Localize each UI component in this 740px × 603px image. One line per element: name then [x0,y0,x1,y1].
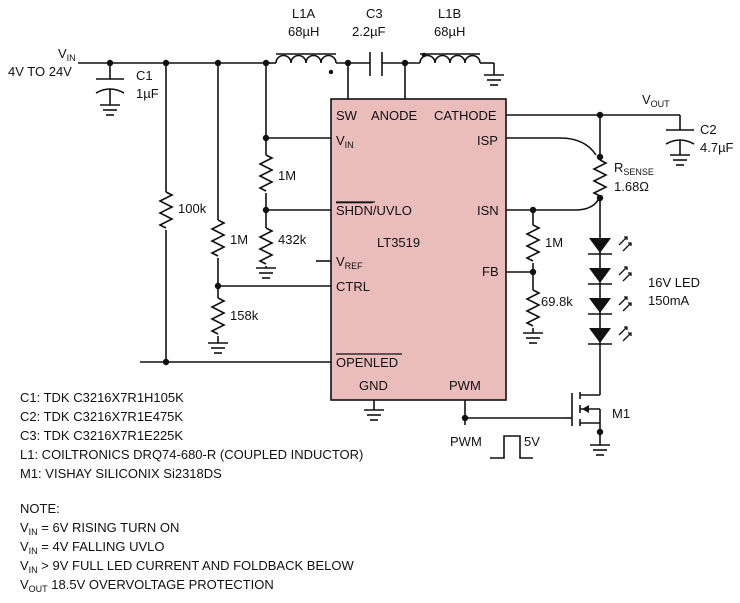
pin-vin: VIN [336,133,354,150]
c1-value: 1µF [136,86,159,101]
note-line-1: VIN = 6V RISING TURN ON [20,520,180,537]
resistor-1m-ctrl [210,219,226,257]
notes-block: NOTE: VIN = 6V RISING TURN ON VIN = 4V F… [20,499,354,594]
r158k-label: 158k [230,308,259,323]
r69k8-ground [523,332,543,344]
note-line-4: VOUT 18.5V OVERVOLTAGE PROTECTION [20,577,274,594]
l1b-value: 68µH [434,24,465,39]
r432k-label: 432k [278,232,307,247]
pin-anode: ANODE [371,108,418,123]
r158k-ground [208,342,228,354]
r1m-fb-label: 1M [545,235,563,250]
c1-ref: C1 [136,68,153,83]
resistor-rsense [592,159,608,197]
resistor-1m-vin [258,154,274,192]
led-label: 16V LED [648,275,700,290]
bom-c2: C2: TDK C3216X7R1E475K [20,409,184,424]
resistor-158k [210,297,226,335]
pin-isp: ISP [477,133,498,148]
bom-l1: L1: COILTRONICS DRQ74-680-R (COUPLED IND… [20,447,364,462]
m1-label: M1 [612,406,630,421]
m1-ground [590,444,610,456]
notes-title: NOTE: [20,501,60,516]
led-string [588,236,632,362]
r1m-ctrl-label: 1M [230,232,248,247]
mosfet-m1 [563,362,601,441]
note-line-3: VIN > 9V FULL LED CURRENT AND FOLDBACK B… [20,558,354,575]
l1a-value: 68µH [288,24,319,39]
resistor-1m-fb [525,224,541,262]
c2-ground [670,154,690,166]
inductor-l1a [275,54,337,64]
resistor-69k8 [525,289,541,327]
c3-value: 2.2µF [352,24,386,39]
bom-c3: C3: TDK C3216X7R1E225K [20,428,184,443]
l1a-ref: L1A [292,6,315,21]
r432k-ground [256,267,276,279]
led-current: 150mA [648,293,690,308]
bom-m1: M1: VISHAY SILICONIX Si2318DS [20,466,222,481]
vin-label: VIN [58,46,76,63]
pin-vref: VREF [336,254,363,271]
pwm-pulse [490,435,533,459]
pin-ctrl: CTRL [336,279,370,294]
c1-ground [100,104,120,116]
resistor-432k [258,227,274,265]
pin-sw: SW [336,108,358,123]
vout-label: VOUT [642,92,670,109]
pin-pwm: PWM [449,378,481,393]
r100k-label: 100k [178,201,207,216]
rsense-value: 1.68Ω [614,179,649,194]
note-line-2: VIN = 4V FALLING UVLO [20,539,165,556]
lt3519-ic [330,98,507,401]
c3-ref: C3 [366,6,383,21]
vin-range: 4V TO 24V [8,64,72,79]
pwm-amplitude: 5V [524,434,540,449]
c2-ref: C2 [700,122,717,137]
c2-value: 4.7µF [700,140,734,155]
ic-name: LT3519 [377,235,420,250]
ic-ground [364,409,384,421]
pin-openled: OPENLED [336,355,398,370]
bom-list: C1: TDK C3216X7R1H105K C2: TDK C3216X7R1… [20,388,363,483]
l1b-ground [484,74,504,86]
pin-fb: FB [482,264,499,279]
l1b-ref: L1B [438,6,461,21]
resistor-100k [158,191,174,229]
r1m-vin-label: 1M [278,168,296,183]
r69k8-label: 69.8k [541,294,573,309]
pwm-input-label: PWM [450,434,482,449]
pin-gnd: GND [359,378,388,393]
rsense-ref: RSENSE [614,160,654,177]
bom-c1: C1: TDK C3216X7R1H105K [20,390,184,405]
pin-shdn-uvlo: SHDN/UVLO [336,203,412,218]
pin-isn: ISN [477,203,499,218]
inductor-l1b [419,54,481,64]
pin-cathode: CATHODE [434,108,497,123]
